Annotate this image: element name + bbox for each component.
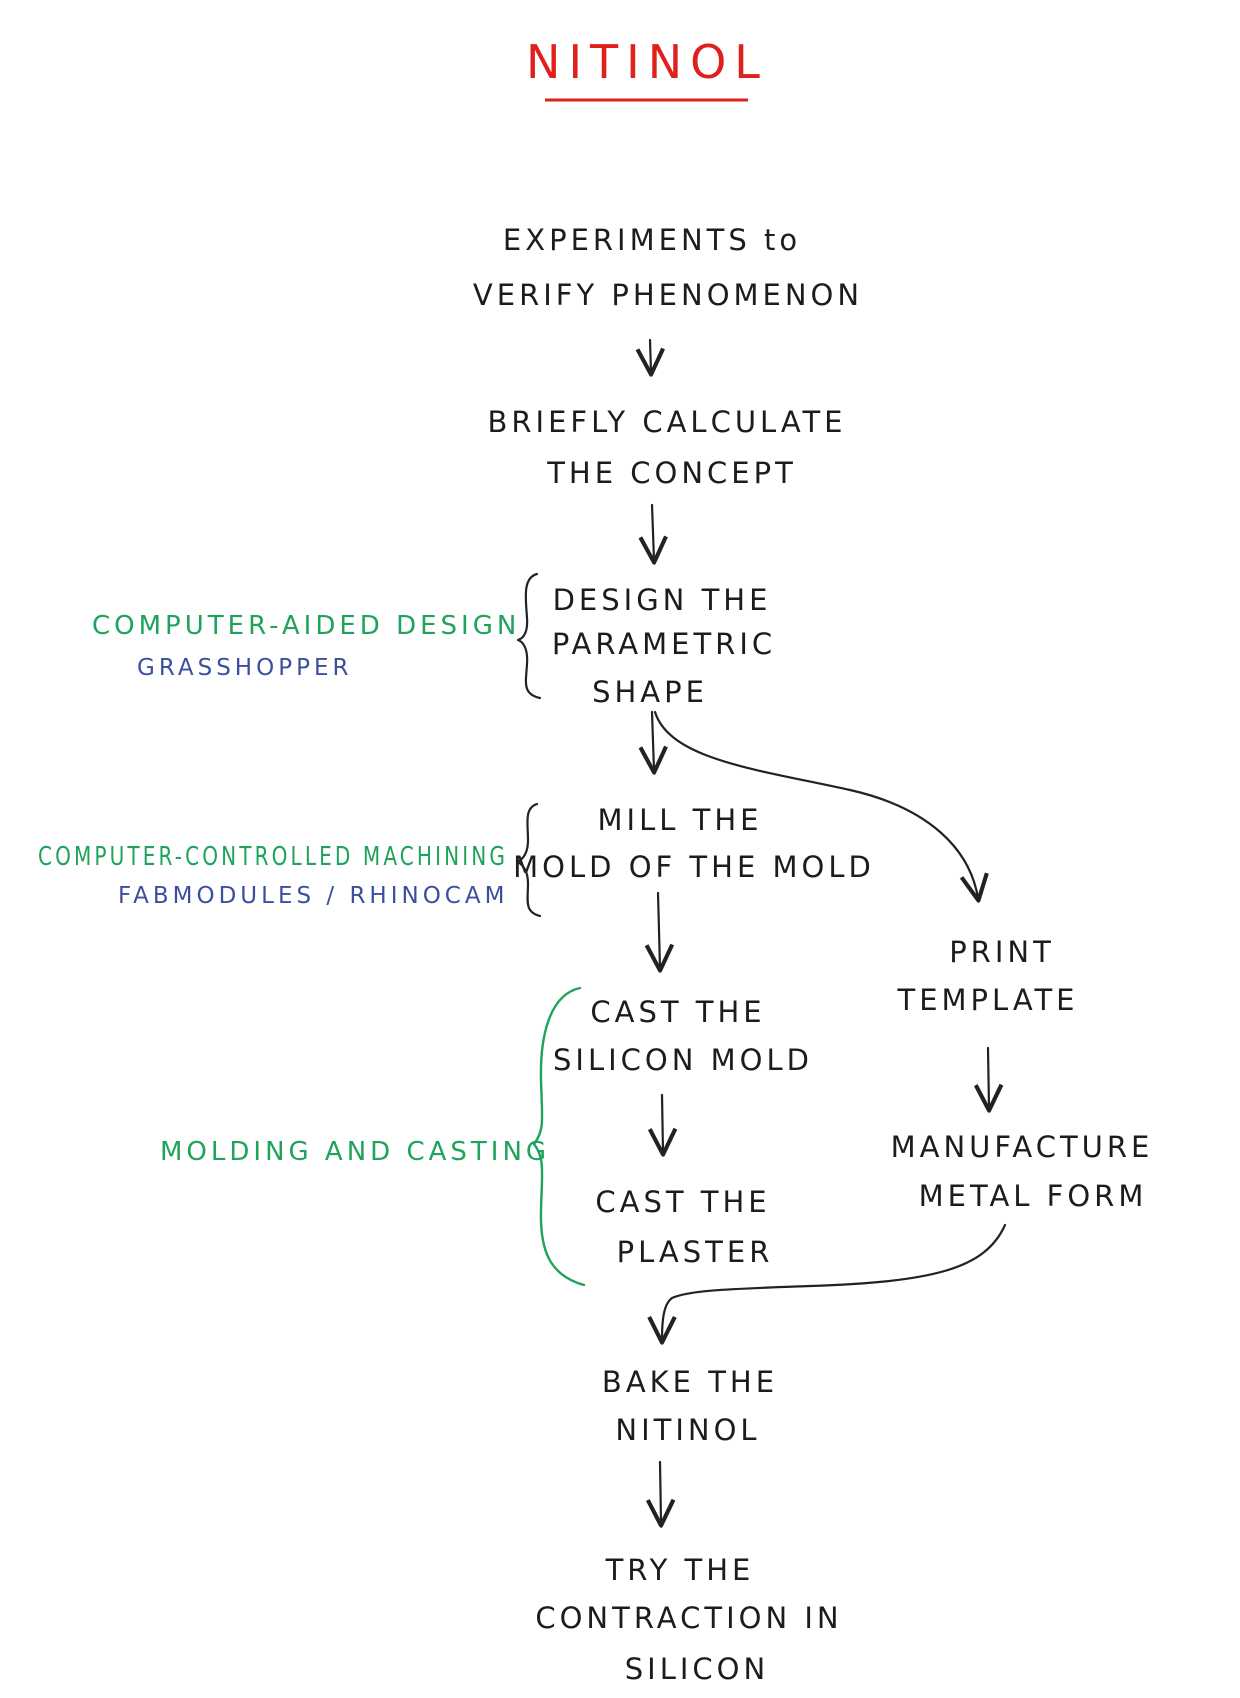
arrow-calculate-to-design <box>638 503 668 565</box>
step-design-line-3: SHAPE <box>592 675 708 709</box>
annotation-cad-tool: GRASSHOPPER <box>137 655 352 681</box>
step-cast-plaster-line-1: CAST THE <box>595 1185 770 1219</box>
step-cast-plaster: CAST THE PLASTER <box>595 1185 774 1269</box>
step-mill-line-2: MOLD OF THE MOLD <box>513 850 875 884</box>
step-manufacture: MANUFACTURE METAL FORM <box>891 1130 1154 1213</box>
annotation-molding-label: MOLDING AND CASTING <box>160 1137 550 1167</box>
arrow-bake-to-try <box>645 1460 676 1528</box>
annotation-cad: COMPUTER-AIDED DESIGN GRASSHOPPER <box>92 611 520 681</box>
arrow-print-to-manufacture <box>973 1046 1004 1113</box>
brace-molding <box>532 986 586 1287</box>
step-calculate: BRIEFLY CALCULATE THE CONCEPT <box>487 405 846 490</box>
step-try-line-2: CONTRACTION IN <box>535 1601 842 1635</box>
step-cast-silicon: CAST THE SILICON MOLD <box>553 995 813 1077</box>
step-cast-plaster-line-2: PLASTER <box>617 1235 774 1269</box>
step-design-line-1: DESIGN THE <box>553 583 772 617</box>
step-print-line-2: TEMPLATE <box>897 983 1079 1017</box>
step-bake: BAKE THE NITINOL <box>602 1365 778 1447</box>
brace-design <box>516 572 542 700</box>
step-try: TRY THE CONTRACTION IN SILICON <box>535 1553 842 1686</box>
step-cast-silicon-line-2: SILICON MOLD <box>553 1043 813 1077</box>
step-try-line-1: TRY THE <box>605 1553 755 1587</box>
brace-mill <box>516 802 542 918</box>
step-experiments-line-2: VERIFY PHENOMENON <box>473 278 863 312</box>
annotation-cnc: COMPUTER-CONTROLLED MACHINING FABMODULES… <box>38 842 508 909</box>
diagram-title: NITINOL <box>526 35 768 89</box>
step-experiments: EXPERIMENTS to VERIFY PHENOMENON <box>473 223 863 312</box>
arrow-mill-to-cast-silicon <box>644 891 675 973</box>
step-cast-silicon-line-1: CAST THE <box>590 995 765 1029</box>
arrow-design-to-print <box>653 710 989 903</box>
arrow-experiments-to-calculate <box>635 338 665 377</box>
step-experiments-line-1: EXPERIMENTS to <box>503 223 801 257</box>
step-manufacture-line-1: MANUFACTURE <box>891 1130 1154 1164</box>
arrow-cast-silicon-to-cast-plaster <box>647 1093 678 1157</box>
arrow-design-to-mill <box>638 710 668 775</box>
step-calculate-line-1: BRIEFLY CALCULATE <box>487 405 846 439</box>
step-bake-line-2: NITINOL <box>615 1413 760 1447</box>
annotation-molding: MOLDING AND CASTING <box>160 1137 550 1167</box>
annotation-cnc-tool: FABMODULES / RHINOCAM <box>118 883 508 909</box>
arrow-manufacture-to-bake <box>647 1223 1007 1345</box>
step-mill: MILL THE MOLD OF THE MOLD <box>513 803 875 884</box>
step-try-line-3: SILICON <box>625 1652 769 1686</box>
annotation-cnc-label: COMPUTER-CONTROLLED MACHINING <box>38 842 508 872</box>
annotation-cad-label: COMPUTER-AIDED DESIGN <box>92 611 520 641</box>
step-mill-line-1: MILL THE <box>598 803 763 837</box>
step-print: PRINT TEMPLATE <box>897 935 1079 1017</box>
step-design-line-2: PARAMETRIC <box>552 627 776 661</box>
step-bake-line-1: BAKE THE <box>602 1365 778 1399</box>
step-manufacture-line-2: METAL FORM <box>919 1179 1148 1213</box>
step-print-line-1: PRINT <box>949 935 1055 969</box>
step-design: DESIGN THE PARAMETRIC SHAPE <box>552 583 776 709</box>
step-calculate-line-2: THE CONCEPT <box>546 456 797 490</box>
